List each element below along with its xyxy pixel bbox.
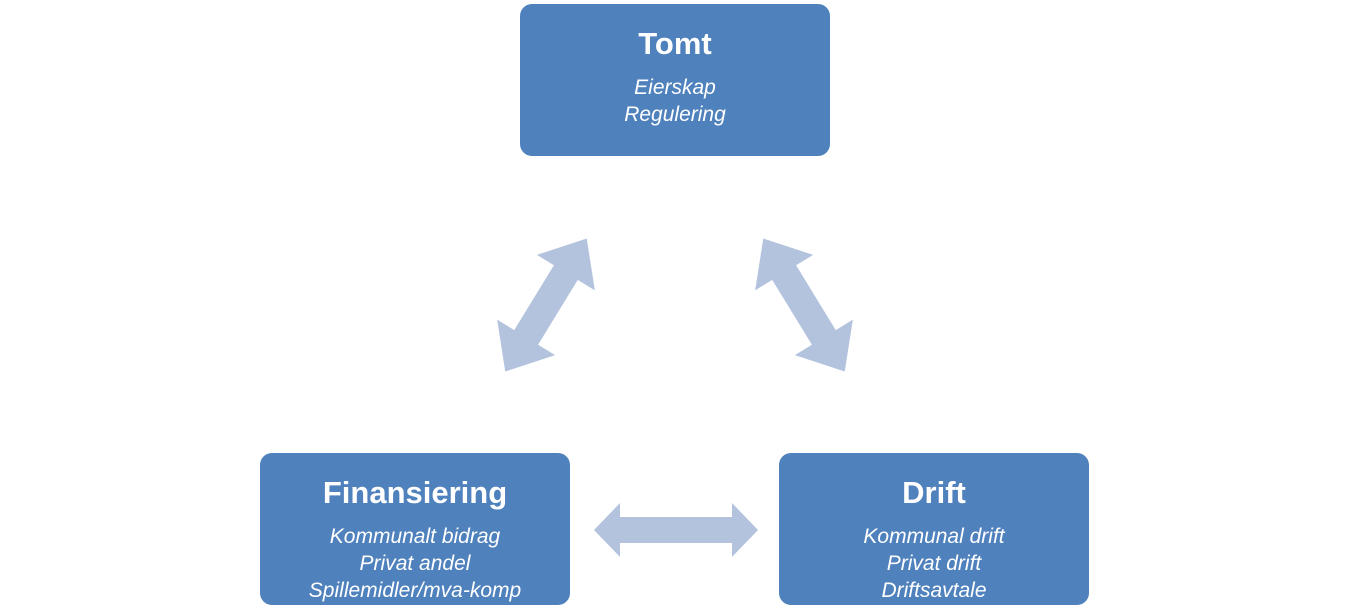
node-drift-items: Kommunal drift Privat drift Driftsavtale [779, 523, 1089, 604]
node-drift-item-privat-drift: Privat drift [886, 552, 982, 575]
node-finansiering-item-privat-andel: Privat andel [359, 552, 471, 575]
node-finansiering-items: Kommunalt bidrag Privat andel Spillemidl… [260, 523, 570, 604]
node-tomt-item-eierskap: Eierskap [634, 76, 716, 99]
node-drift-title: Drift [902, 475, 966, 510]
node-finansiering-item-spillemidler: Spillemidler/mva-komp [308, 579, 522, 602]
node-drift-item-driftsavtale: Driftsavtale [881, 579, 987, 602]
node-tomt-items: Eierskap Regulering [520, 74, 830, 128]
node-finansiering-item-kommunalt-bidrag: Kommunalt bidrag [329, 525, 501, 548]
node-tomt-item-regulering: Regulering [624, 103, 726, 126]
node-tomt-title: Tomt [638, 26, 712, 61]
node-drift: Drift Kommunal drift Privat drift Drifts… [779, 453, 1089, 605]
arrow-finansiering-tomt [497, 238, 595, 372]
node-finansiering-title: Finansiering [322, 475, 508, 510]
arrow-finansiering-drift [594, 503, 758, 557]
arrow-tomt-drift [755, 238, 853, 372]
node-drift-item-kommunal-drift: Kommunal drift [863, 525, 1005, 548]
node-tomt: Tomt Eierskap Regulering [520, 4, 830, 156]
node-finansiering: Finansiering Kommunalt bidrag Privat and… [260, 453, 570, 605]
